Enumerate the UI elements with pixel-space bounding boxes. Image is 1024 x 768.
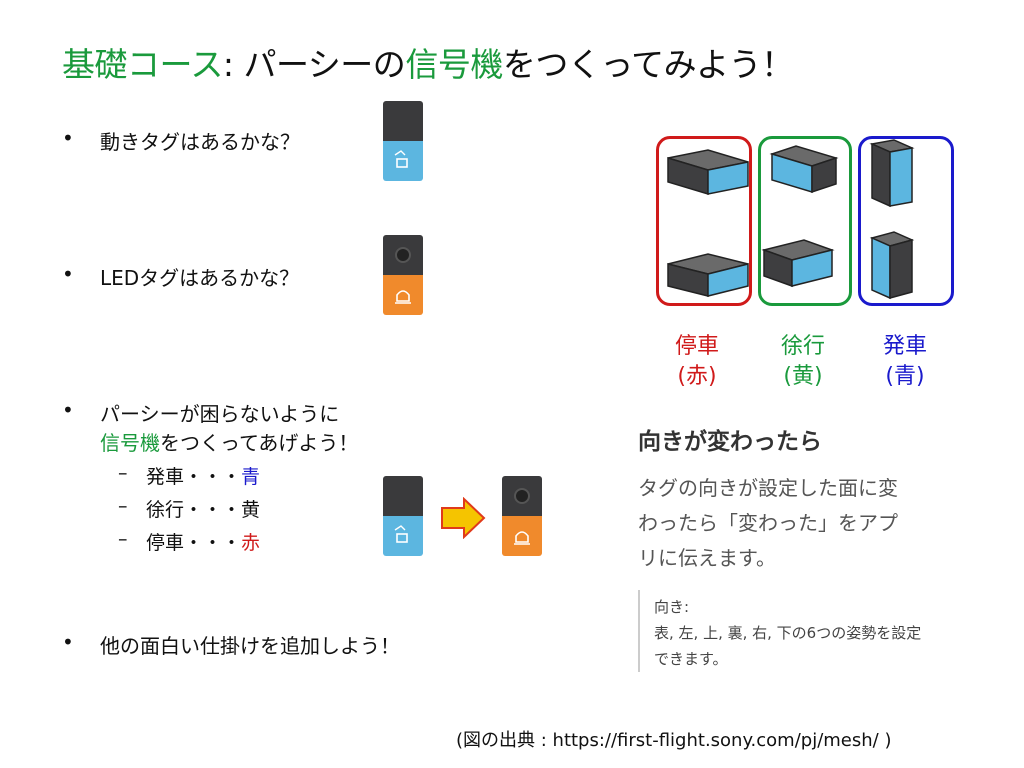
signal-name: 発車 (882, 334, 927, 359)
tag-block-go-bottom (869, 231, 915, 300)
sub-item-label: 徐行・・・ (146, 499, 242, 521)
bullet-extra: 他の面白い仕掛けを追加しよう！ (100, 634, 400, 658)
hand-icon (394, 150, 408, 168)
signal-rest: をつくってあげよう！ (160, 431, 359, 455)
dash-marker: – (118, 495, 128, 517)
title-text: : パーシーの (222, 45, 406, 84)
signal-color: (青) (885, 364, 925, 389)
move-tag-icon (383, 476, 423, 556)
tag-block-slow-top (769, 145, 839, 194)
signal-name: 停車 (674, 334, 719, 359)
bullet-marker: • (62, 398, 74, 422)
note-box (638, 590, 960, 672)
page-title: 基礎コース: パーシーの信号機をつくってみよう！ (62, 38, 794, 86)
hand-icon (394, 525, 408, 543)
tag-block-slow-bottom (761, 239, 835, 288)
bullet-move-tag: 動きタグはあるかな？ (100, 130, 300, 154)
signal-color: (黄) (783, 364, 823, 389)
title-text-end: をつくってみよう！ (502, 45, 794, 84)
light-icon (514, 531, 530, 545)
title-course: 基礎コース (62, 45, 223, 84)
orientation-diagram (667, 139, 915, 300)
move-tag-icon (383, 101, 423, 181)
bullet-marker: • (62, 262, 74, 286)
led-tag-icon (502, 476, 542, 556)
go-frame (858, 136, 954, 306)
slow-frame (758, 136, 852, 306)
signal-word: 信号機 (100, 431, 160, 455)
bullet-signal-line1: パーシーが困らないように (100, 402, 340, 426)
note-line3: できます。 (654, 650, 728, 668)
bullet-marker: • (62, 126, 74, 150)
dash-marker: – (118, 528, 128, 550)
arrow-right-icon (441, 497, 486, 539)
led-tag-icon (383, 235, 423, 315)
dash-marker: – (118, 462, 128, 484)
note-line2: 表, 左, 上, 裏, 右, 下の6つの姿勢を設定 (654, 624, 922, 642)
signal-name: 徐行 (780, 334, 825, 359)
sub-item-color: 黄 (241, 499, 261, 521)
light-icon (395, 290, 411, 304)
tag-block-stop-top (667, 149, 749, 196)
signal-color: (赤) (677, 364, 717, 389)
bullet-signal-line2: 信号機をつくってあげよう！ (100, 427, 358, 456)
tag-block-go-top (869, 139, 915, 208)
title-signal: 信号機 (405, 45, 503, 84)
sub-item-stop: 停車・・・赤 (146, 528, 260, 555)
tag-block-stop-bottom (667, 253, 749, 297)
note-line1: 向き: (654, 598, 690, 616)
sub-item-slow: 徐行・・・黄 (146, 495, 260, 522)
bullet-led-tag: LEDタグはあるかな？ (100, 266, 300, 290)
sub-item-label: 発車・・・ (146, 466, 242, 488)
panel-desc-line3: リに伝えます。 (638, 546, 776, 570)
panel-desc-line1: タグの向きが設定した面に変 (638, 476, 898, 500)
sub-item-go: 発車・・・青 (146, 462, 260, 489)
stop-frame (656, 136, 752, 306)
sub-item-label: 停車・・・ (146, 532, 242, 554)
source-citation: (図の出典 : https://first-flight.sony.com/pj… (456, 730, 892, 751)
sub-item-color: 赤 (241, 532, 261, 554)
signal-label-go: 発車 (青) (860, 332, 950, 392)
sub-item-color: 青 (241, 466, 261, 488)
signal-label-slow: 徐行 (黄) (758, 332, 848, 392)
bullet-marker: • (62, 630, 74, 654)
panel-title: 向きが変わったら (638, 429, 822, 455)
panel-desc-line2: わったら「変わった」をアプ (638, 511, 898, 535)
signal-label-stop: 停車 (赤) (652, 332, 742, 392)
